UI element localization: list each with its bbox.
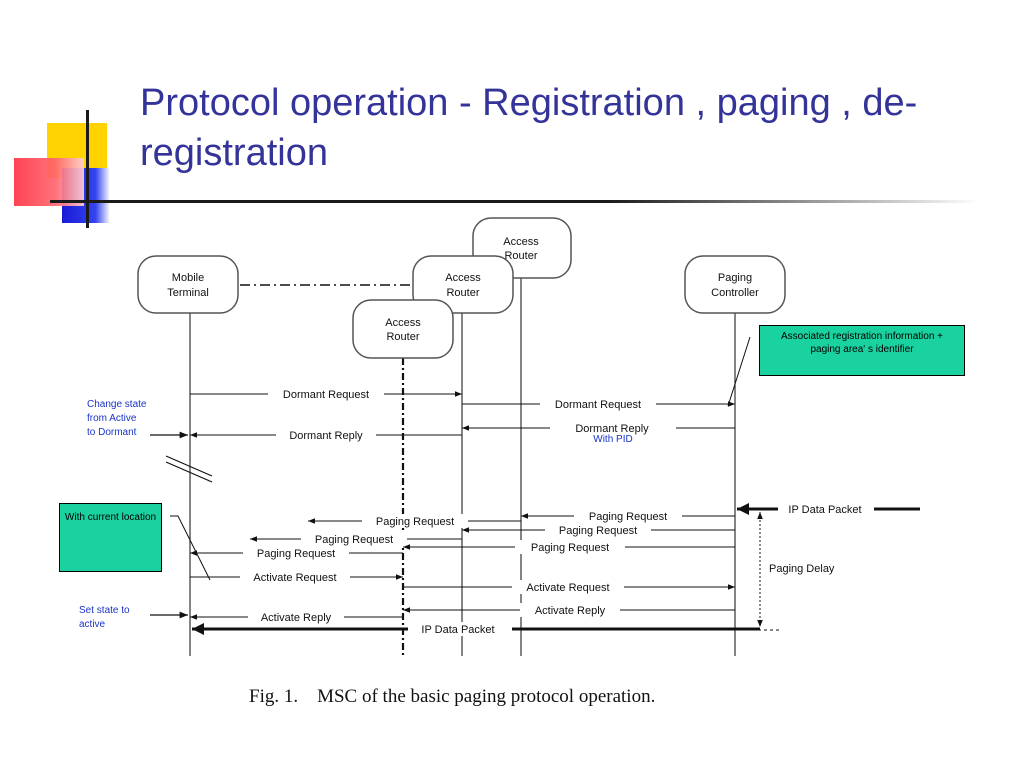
pointer-current-location	[170, 515, 211, 581]
note-set-state: Set state to active	[79, 605, 130, 630]
note-with-current-location-text: With current location	[64, 512, 157, 523]
label-activate-request-2: Activate Request	[526, 582, 609, 594]
title-underline	[50, 200, 980, 203]
entity-label: Paging	[718, 272, 752, 284]
entity-access-router-2: Access Router	[412, 255, 514, 314]
entity-access-router-3: Access Router	[352, 299, 454, 359]
label-activate-reply-1: Activate Reply	[261, 612, 332, 624]
figure-caption: Fig. 1. MSC of the basic paging protocol…	[249, 686, 656, 707]
note-associated-registration-text: Associated registration information + pa…	[780, 331, 944, 355]
label-activate-request-1: Activate Request	[253, 572, 336, 584]
label-activate-reply-2: Activate Reply	[535, 605, 606, 617]
label-paging-request-3: Paging Request	[559, 525, 637, 537]
entity-paging-controller: Paging Controller	[684, 255, 786, 314]
entity-label: Router	[386, 331, 419, 343]
entity-label: Access	[385, 317, 421, 329]
entity-label: Mobile	[172, 272, 204, 284]
pointer-registration	[727, 336, 751, 407]
break-mark	[165, 455, 213, 477]
label-with-pid: With PID	[593, 434, 632, 445]
entity-label: Router	[446, 287, 479, 299]
slide-title: Protocol operation - Registration , pagi…	[140, 82, 918, 174]
label-ip-data-packet-in: IP Data Packet	[788, 504, 861, 516]
deco-vertical-line	[86, 110, 89, 228]
entity-label: Router	[504, 250, 537, 262]
label-paging-delay: Paging Delay	[769, 563, 835, 575]
label-paging-request-2: Paging Request	[376, 516, 454, 528]
label-paging-request-1: Paging Request	[589, 511, 667, 523]
note-change-state: Change state from Active to Dormant	[87, 399, 147, 438]
label-paging-request-6: Paging Request	[257, 548, 335, 560]
label-ip-data-packet-out: IP Data Packet	[421, 624, 494, 636]
entity-label: Controller	[711, 287, 759, 299]
entity-label: Access	[445, 272, 481, 284]
label-paging-request-5: Paging Request	[531, 542, 609, 554]
entity-label: Terminal	[167, 287, 209, 299]
entity-mobile-terminal: Mobile Terminal	[137, 255, 239, 314]
label-dormant-reply-1: Dormant Reply	[289, 430, 363, 442]
note-with-current-location: With current location	[59, 503, 162, 572]
note-associated-registration: Associated registration information + pa…	[759, 325, 965, 376]
break-mark	[165, 461, 213, 483]
label-dormant-request-1: Dormant Request	[283, 389, 369, 401]
entity-label: Access	[503, 236, 539, 248]
label-dormant-request-2: Dormant Request	[555, 399, 641, 411]
deco-red-square	[14, 158, 84, 206]
label-paging-request-4: Paging Request	[315, 534, 393, 546]
label-dormant-reply-2: Dormant Reply	[575, 423, 649, 435]
